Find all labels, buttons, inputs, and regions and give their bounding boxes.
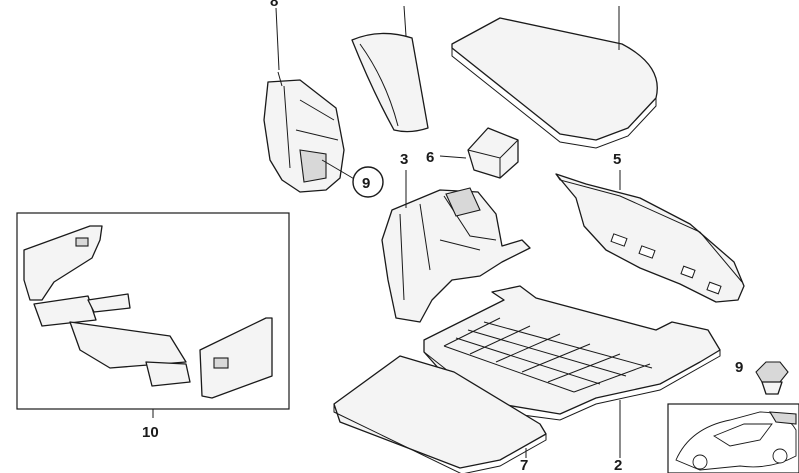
part-1-flat-panel [451, 17, 658, 149]
callout-3: 3 [400, 151, 408, 168]
callout-9: 9 [735, 359, 743, 376]
callout-7: 7 [520, 457, 528, 473]
part-10-kit [23, 225, 273, 399]
leader-6 [439, 155, 467, 159]
part-6-bracket [467, 127, 519, 179]
callout-6: 6 [426, 149, 434, 166]
callout-9-circled-label: 9 [362, 175, 370, 192]
part-9-clip [755, 361, 789, 395]
part-8-side-trim [263, 71, 345, 193]
part-4-curved-trim [351, 32, 429, 133]
callout-9-circle [352, 166, 384, 198]
callout-2: 2 [614, 457, 622, 473]
callout-8: 8 [270, 0, 278, 10]
leader-4 [403, 5, 407, 37]
car-reference-thumbnail [667, 403, 799, 473]
part-5-rear-trim-panel [555, 173, 745, 303]
part-3-wheelhouse-trim [381, 187, 531, 323]
callout-10: 10 [142, 424, 159, 441]
callout-5: 5 [613, 151, 621, 168]
part-7-floor-mat [333, 355, 547, 473]
leader-9-circle [321, 159, 357, 181]
leader-8 [275, 7, 280, 71]
